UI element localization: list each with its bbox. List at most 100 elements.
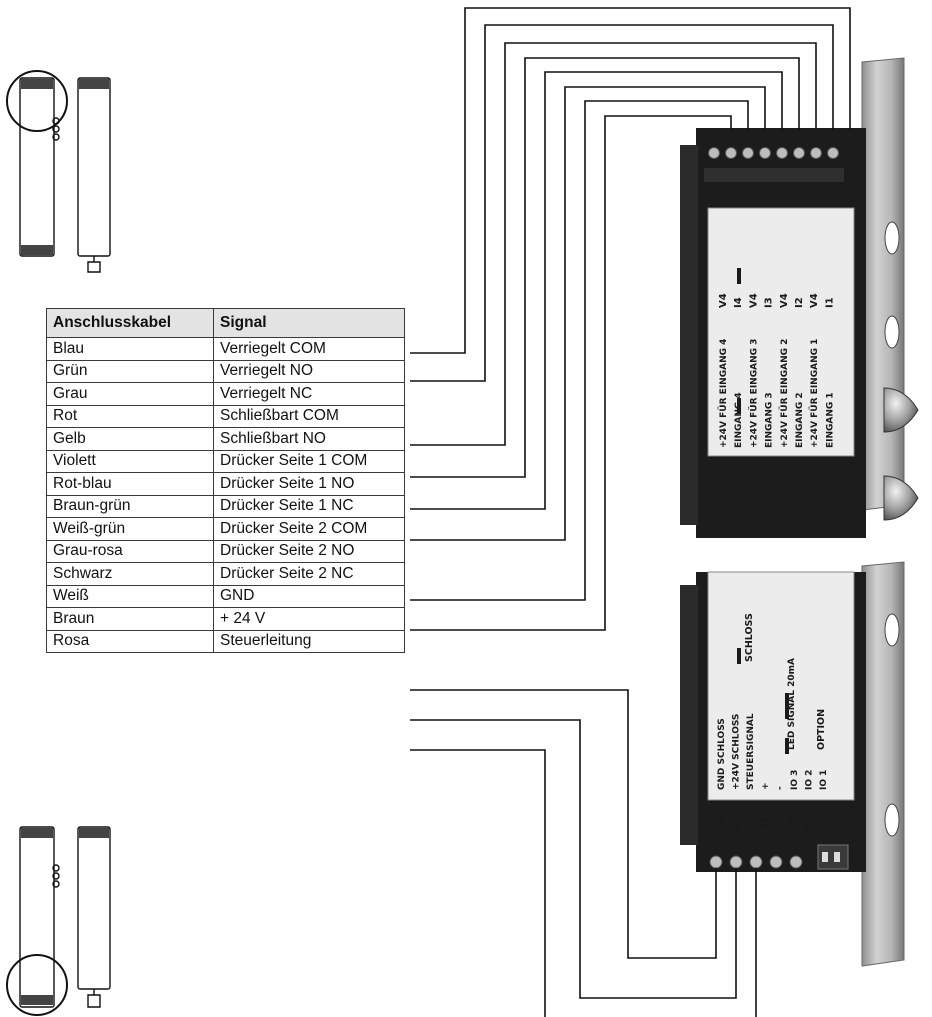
wire-weiss-gruen: [410, 100, 749, 601]
group-title-schloss: SCHLOSS: [744, 613, 755, 662]
group-title-led: LED SIGNAL 20mA: [787, 658, 797, 750]
terminal-code: 94: [818, 816, 829, 830]
upper-module: [680, 128, 919, 538]
group-title-option: OPTION: [816, 709, 827, 750]
table-row: Braun+ 24 V: [46, 607, 405, 631]
cable-cell: Weiß: [46, 584, 214, 608]
terminal-label: STEUERSIGNAL: [746, 713, 756, 790]
input-code: V4: [748, 293, 759, 308]
terminal-code: 66: [760, 816, 771, 830]
input-label: +24V FÜR EINGANG 1: [809, 339, 820, 448]
lower-label-panel: [707, 571, 855, 801]
cable-cell: Grau: [46, 382, 214, 406]
input-label: EINGANG 4: [734, 392, 744, 448]
input-code: V4: [779, 293, 790, 308]
input-code: I3: [764, 297, 775, 308]
input-code: V4: [718, 293, 729, 308]
col-header-signal: Signal: [213, 308, 405, 338]
input-label: EINGANG 3: [765, 392, 775, 448]
cable-cell: Violett: [46, 449, 214, 473]
terminal-label: GND SCHLOSS: [717, 718, 727, 790]
signal-cell: Schließbart COM: [213, 404, 405, 428]
col-header-cable: Anschlusskabel: [46, 308, 214, 338]
terminal-label: IO 3: [790, 770, 800, 790]
cable-cell: Blau: [46, 337, 214, 361]
terminal-label: -: [775, 786, 785, 790]
terminal-label: IO 2: [805, 770, 815, 790]
cable-cell: Braun: [46, 607, 214, 631]
upper-terminal-block: [708, 147, 839, 159]
wire-grau-rosa: [410, 115, 732, 631]
wire-weiss: [410, 689, 717, 959]
signal-cell: + 24 V: [213, 607, 405, 631]
signal-cell: Verriegelt COM: [213, 337, 405, 361]
input-code: I2: [794, 297, 805, 308]
terminal-code: GS: [774, 815, 785, 830]
cable-cell: Gelb: [46, 427, 214, 451]
signal-cell: Drücker Seite 2 NO: [213, 539, 405, 563]
signal-cell: Drücker Seite 1 NC: [213, 494, 405, 518]
terminal-label: +24V SCHLOSS: [732, 714, 742, 790]
wire-rot: [410, 42, 817, 446]
cable-cell: Rot: [46, 404, 214, 428]
signal-cell: GND: [213, 584, 405, 608]
signal-cell: Drücker Seite 2 NC: [213, 562, 405, 586]
lower-module: [680, 571, 866, 872]
signal-cell: Drücker Seite 2 COM: [213, 517, 405, 541]
signal-cell: Schließbart NO: [213, 427, 405, 451]
wire-gelb: [410, 57, 800, 478]
input-label: +24V FÜR EINGANG 3: [748, 339, 759, 448]
input-code: I1: [824, 297, 835, 308]
wire-rosa: [410, 749, 546, 1017]
wire-gruen: [410, 24, 834, 382]
input-label: +24V FÜR EINGANG 4: [718, 339, 729, 448]
cable-cell: Grau-rosa: [46, 539, 214, 563]
lower-terminal-block: [709, 855, 803, 869]
signal-cell: Drücker Seite 1 COM: [213, 449, 405, 473]
wire-blau: [410, 7, 851, 354]
terminal-code: 90: [745, 816, 756, 830]
sensor-pair-bottom-icon: [6, 826, 111, 1016]
upper-label-panel: [707, 207, 855, 457]
terminal-code: 95: [804, 817, 815, 830]
terminal-label: +: [761, 782, 771, 790]
cable-cell: Grün: [46, 359, 214, 383]
signal-cell: Verriegelt NC: [213, 382, 405, 406]
input-code: V4: [809, 293, 820, 308]
terminal-code: VS: [731, 816, 742, 830]
input-label: +24V FÜR EINGANG 2: [779, 339, 790, 448]
sensor-pair-top-icon: [6, 70, 111, 273]
terminal-label: IO 1: [819, 770, 829, 790]
wire-braun: [410, 719, 737, 999]
table-header-row: Anschlusskabel Signal: [46, 308, 405, 338]
signal-cell: Drücker Seite 1 NO: [213, 472, 405, 496]
terminal-code: GS: [716, 815, 727, 830]
wire-violett: [410, 71, 783, 510]
terminal-code: 96: [789, 816, 800, 830]
cable-cell: Weiß-grün: [46, 517, 214, 541]
wires: [410, 7, 851, 1017]
input-label: EINGANG 2: [795, 392, 805, 448]
cable-cell: Rosa: [46, 629, 214, 653]
signal-cell: Verriegelt NO: [213, 359, 405, 383]
signal-cell: Steuerleitung: [213, 629, 405, 653]
input-label: EINGANG 1: [825, 392, 835, 448]
cable-cell: Schwarz: [46, 562, 214, 586]
wire-rot-blau: [410, 86, 766, 541]
cable-cell: Rot-blau: [46, 472, 214, 496]
